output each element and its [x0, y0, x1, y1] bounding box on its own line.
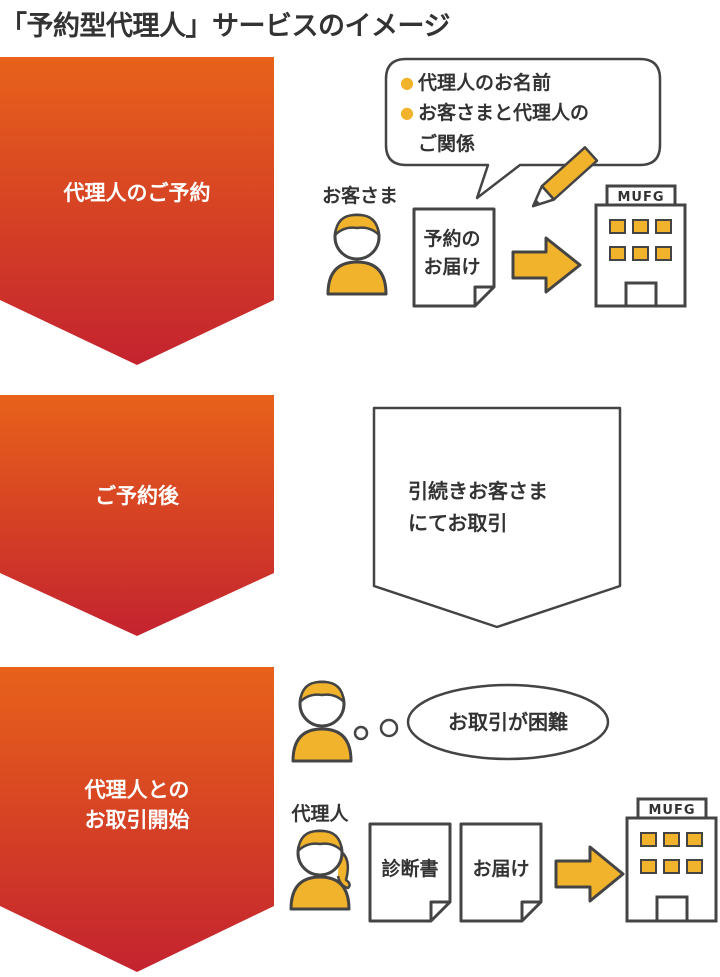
step-3-illustration: お取引が困難 代理人 診断書 お届け [289, 680, 718, 923]
step-arrow-2: ご予約後 [0, 395, 274, 636]
bank-logo-text: MUFG [617, 190, 664, 205]
customer-person-icon [291, 680, 353, 763]
agent-person-icon [289, 829, 351, 911]
message-line-1: 引続きお客さま [408, 479, 548, 503]
agent-label: 代理人 [290, 803, 349, 825]
right-arrow-icon [554, 845, 625, 903]
document-line-1: 予約の [423, 227, 480, 250]
bullet-dot-icon: ● [400, 73, 414, 92]
document-line-2: お届け [423, 256, 480, 278]
bank-building-icon: MUFG [594, 184, 687, 308]
pencil-icon [531, 146, 599, 208]
message-line-2: にてお取引 [408, 511, 507, 535]
step-1-label: 代理人のご予約 [63, 181, 211, 205]
document-a-label: 診断書 [381, 857, 438, 880]
step-arrow-1: 代理人のご予約 [0, 57, 274, 365]
step-3-label-line-1: 代理人との [84, 778, 190, 802]
step-1-illustration: ● 代理人のお名前 ● お客さまと代理人の ご関係 お客さま 予約の お届け [322, 57, 687, 308]
bubble-item-2-cont: ご関係 [418, 132, 475, 155]
bubble-item-1: 代理人のお名前 [417, 71, 551, 94]
bubble-item-2: お客さまと代理人の [418, 101, 589, 124]
thought-text: お取引が困難 [448, 710, 568, 734]
right-arrow-icon [511, 236, 582, 294]
bank-building-icon: MUFG [625, 797, 718, 923]
step-2-illustration: 引続きお客さま にてお取引 [372, 406, 622, 629]
document-b-label: お届け [472, 858, 529, 880]
document-icon: 予約の お届け [412, 207, 496, 308]
bullet-dot-icon: ● [400, 103, 414, 122]
bank-logo-text: MUFG [648, 803, 695, 818]
document-icon: お届け [459, 822, 543, 923]
step-2-label: ご予約後 [95, 484, 180, 508]
message-box [372, 406, 622, 629]
step-3-label-line-2: お取引開始 [85, 808, 190, 832]
customer-label: お客さま [322, 184, 398, 207]
customer-person-icon [326, 213, 388, 296]
step-arrow-3: 代理人との お取引開始 [0, 667, 274, 972]
speech-bubble: ● 代理人のお名前 ● お客さまと代理人の ご関係 [384, 57, 662, 200]
thought-bubble: お取引が困難 [353, 683, 610, 761]
document-icon: 診断書 [368, 822, 452, 923]
